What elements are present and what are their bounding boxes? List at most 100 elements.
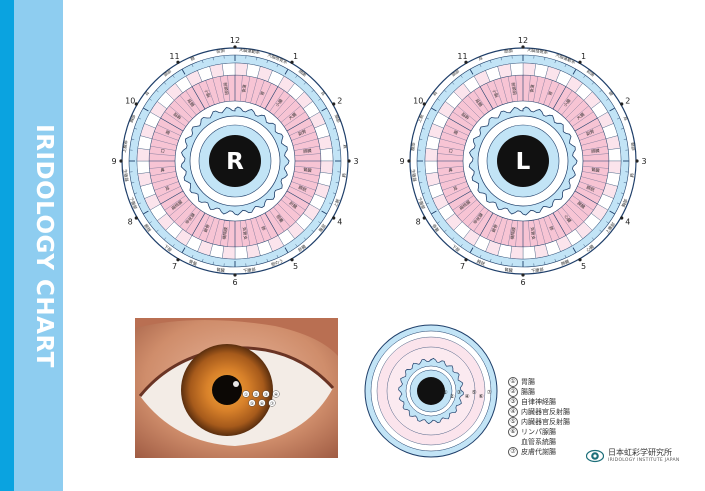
organ-zone-label: 延髄 (186, 97, 197, 109)
organ-zone-label: 横隔膜 (509, 227, 518, 240)
clock-number: 4 (625, 218, 630, 227)
outer-zone-label: 胸部 (620, 198, 630, 208)
clock-dot (134, 102, 138, 106)
clock-dot (176, 258, 180, 262)
layer-marker: ② (450, 393, 455, 400)
outer-zone-label: 肩 (341, 144, 348, 149)
legend-number: ⑥ (508, 427, 518, 437)
legend-label: 腸腸 (521, 388, 535, 396)
outer-zone-label: 腎臓 (504, 266, 514, 274)
sidebar-accent-stripe (0, 0, 14, 491)
outer-zone-label: 顔面 (297, 68, 308, 79)
legend-number: ④ (508, 407, 518, 417)
organ-zone-label: 肺 (547, 225, 554, 231)
legend-number: ③ (508, 397, 518, 407)
organ-zone-label: 延髄 (474, 97, 485, 109)
organ-zone-label: 耳 (164, 185, 170, 192)
photo-marker-number: ② (254, 392, 258, 398)
clock-number: 3 (641, 157, 646, 166)
outer-zone-label: 生殖器 (122, 169, 131, 183)
organ-zone-label: 膀胱 (297, 184, 308, 194)
outer-zone-label: 膀胱 (476, 258, 487, 268)
clock-dot (464, 60, 468, 64)
organ-zone-label: 小腸 (562, 97, 573, 109)
clock-dot (521, 273, 525, 277)
organ-zone-label: 気管支 (529, 227, 538, 241)
layer-marker: ⑥ (479, 394, 484, 400)
outer-zone-label: 頸部 (162, 68, 173, 79)
clock-number: 7 (172, 262, 177, 271)
clock-dot (620, 102, 624, 106)
legend-label: 皮膚代謝腸 (521, 448, 556, 456)
center-letter: R (226, 149, 244, 175)
iris-chart-left: L121234567891011大脳感覚系大脳運動系前頭額耳頸部肺胸部上腹部心臓… (399, 36, 646, 287)
photo-marker-number: ⑥ (260, 401, 264, 407)
outer-zone-label: 前頭 (216, 47, 226, 55)
outer-zone-label: 上腕 (332, 198, 342, 208)
photo-marker (272, 390, 280, 398)
layer-marker: ⑤ (472, 390, 477, 396)
clock-number: 8 (128, 218, 133, 227)
photo-marker-number: ④ (274, 392, 278, 398)
clock-number: 11 (169, 52, 179, 61)
clock-dot (422, 216, 426, 220)
organ-zone-label: 前頭洞 (222, 82, 231, 95)
outer-zone-label: 下腹部 (531, 266, 544, 275)
sidebar: IRIDOLOGY CHART (0, 0, 63, 491)
clock-dot (422, 102, 426, 106)
outer-zone-label: 下腹部 (243, 266, 256, 275)
outer-zone-label: 肺 (629, 173, 635, 178)
clock-number: 8 (416, 218, 421, 227)
outer-zone-label: 下肢 (163, 243, 175, 254)
photo-marker (258, 399, 266, 407)
layer-marker: ③ (457, 390, 462, 396)
organ-zone-label: 胆嚢 (275, 213, 286, 225)
organ-zone-label: 眼 (452, 129, 459, 136)
photo-marker (262, 390, 270, 398)
legend-label: 胃腸 (521, 378, 535, 386)
legend-number: ⑦ (508, 447, 518, 457)
organ-zone-label: 大腸 (287, 110, 299, 121)
clock-dot (290, 258, 294, 262)
clock-number: 2 (337, 97, 342, 106)
organ-zone-label: 耳 (452, 185, 458, 192)
organ-zone-label: 食道 (240, 83, 248, 93)
outer-zone-label: 肩 (431, 90, 439, 98)
organ-zone-label: 鎖骨 (490, 223, 500, 233)
clock-dot (578, 258, 582, 262)
legend-number (508, 437, 518, 447)
outer-zone-label: 下腹部 (128, 196, 139, 210)
organ-zone-label: 眼 (164, 129, 171, 136)
outer-zone-label: 前頭 (585, 68, 597, 79)
clock-number: 1 (293, 52, 298, 61)
outer-zone-label: 胸部 (128, 113, 138, 123)
organ-zone-label: 肝臓 (288, 200, 300, 211)
organ-zone-label: 膵臓 (303, 147, 313, 155)
clock-number: 7 (460, 262, 465, 271)
institute-subtitle: IRIDOLOGY INSTITUTE JAPAN (608, 458, 680, 463)
outer-zone-label: 大脳運動系 (239, 46, 261, 56)
outer-zone-label: 顔面 (504, 47, 513, 55)
outer-zone-label: 脾臓 (560, 257, 571, 267)
organ-zone-label: 小脳 (203, 88, 213, 98)
outer-zone-label: 腹部 (317, 223, 328, 234)
clock-number: 11 (457, 52, 467, 61)
clock-dot (620, 216, 624, 220)
photo-marker-number: ⑦ (270, 401, 274, 407)
legend-number: ① (508, 377, 518, 387)
clock-dot (347, 159, 351, 163)
outer-zone-label: 生殖器 (410, 169, 419, 183)
clock-number: 10 (413, 97, 423, 106)
center-letter: L (516, 149, 531, 175)
organ-zone-label: 肺 (259, 225, 266, 231)
outer-zone-label: 腎臓 (216, 266, 226, 274)
organ-zone-label: 小脳 (491, 88, 501, 98)
organ-zone-label: 口 (160, 148, 165, 154)
